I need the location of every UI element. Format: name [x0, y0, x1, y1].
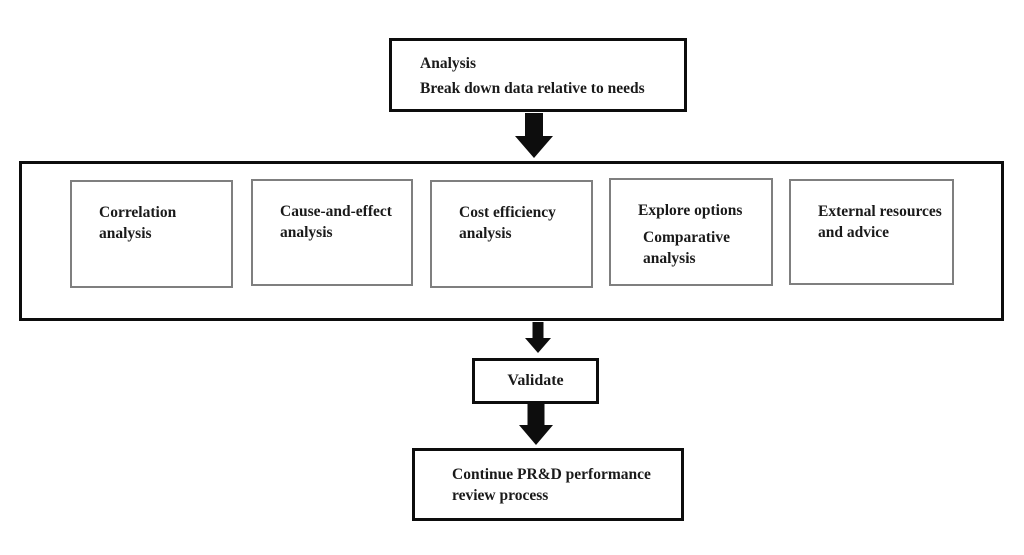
analysis-box-label: Analysis Break down data relative to nee… [420, 55, 645, 97]
down-arrow-icon [525, 322, 551, 353]
stage-box-label: Explore options [638, 202, 743, 219]
continue-process-box-label: Continue PR&D performance review process [452, 466, 651, 504]
down-arrow-icon [515, 113, 553, 158]
validate-box: Validate [472, 358, 599, 404]
stage-box-correlation-analysis: Correlation analysis [70, 180, 233, 288]
stage-box-cost-efficiency-analysis: Cost efficiency analysis [430, 180, 593, 288]
down-arrow-icon [519, 404, 553, 445]
stage-box-external-resources: External resources and advice [789, 179, 954, 285]
stage-box-label: External resources and advice [818, 203, 942, 241]
validate-box-label: Validate [507, 372, 564, 389]
analysis-box: Analysis Break down data relative to nee… [389, 38, 687, 112]
stage-box-label: Correlation analysis [99, 204, 177, 242]
stage-box-label: Cause-and-effect analysis [280, 203, 392, 241]
stage-box-cause-and-effect-analysis: Cause-and-effect analysis [251, 179, 413, 286]
stage-box-sublabel: Comparative analysis [643, 229, 730, 267]
stage-box-label: Cost efficiency analysis [459, 204, 556, 242]
stage-box-explore-options: Explore options Comparative analysis [609, 178, 773, 286]
continue-process-box: Continue PR&D performance review process [412, 448, 684, 521]
